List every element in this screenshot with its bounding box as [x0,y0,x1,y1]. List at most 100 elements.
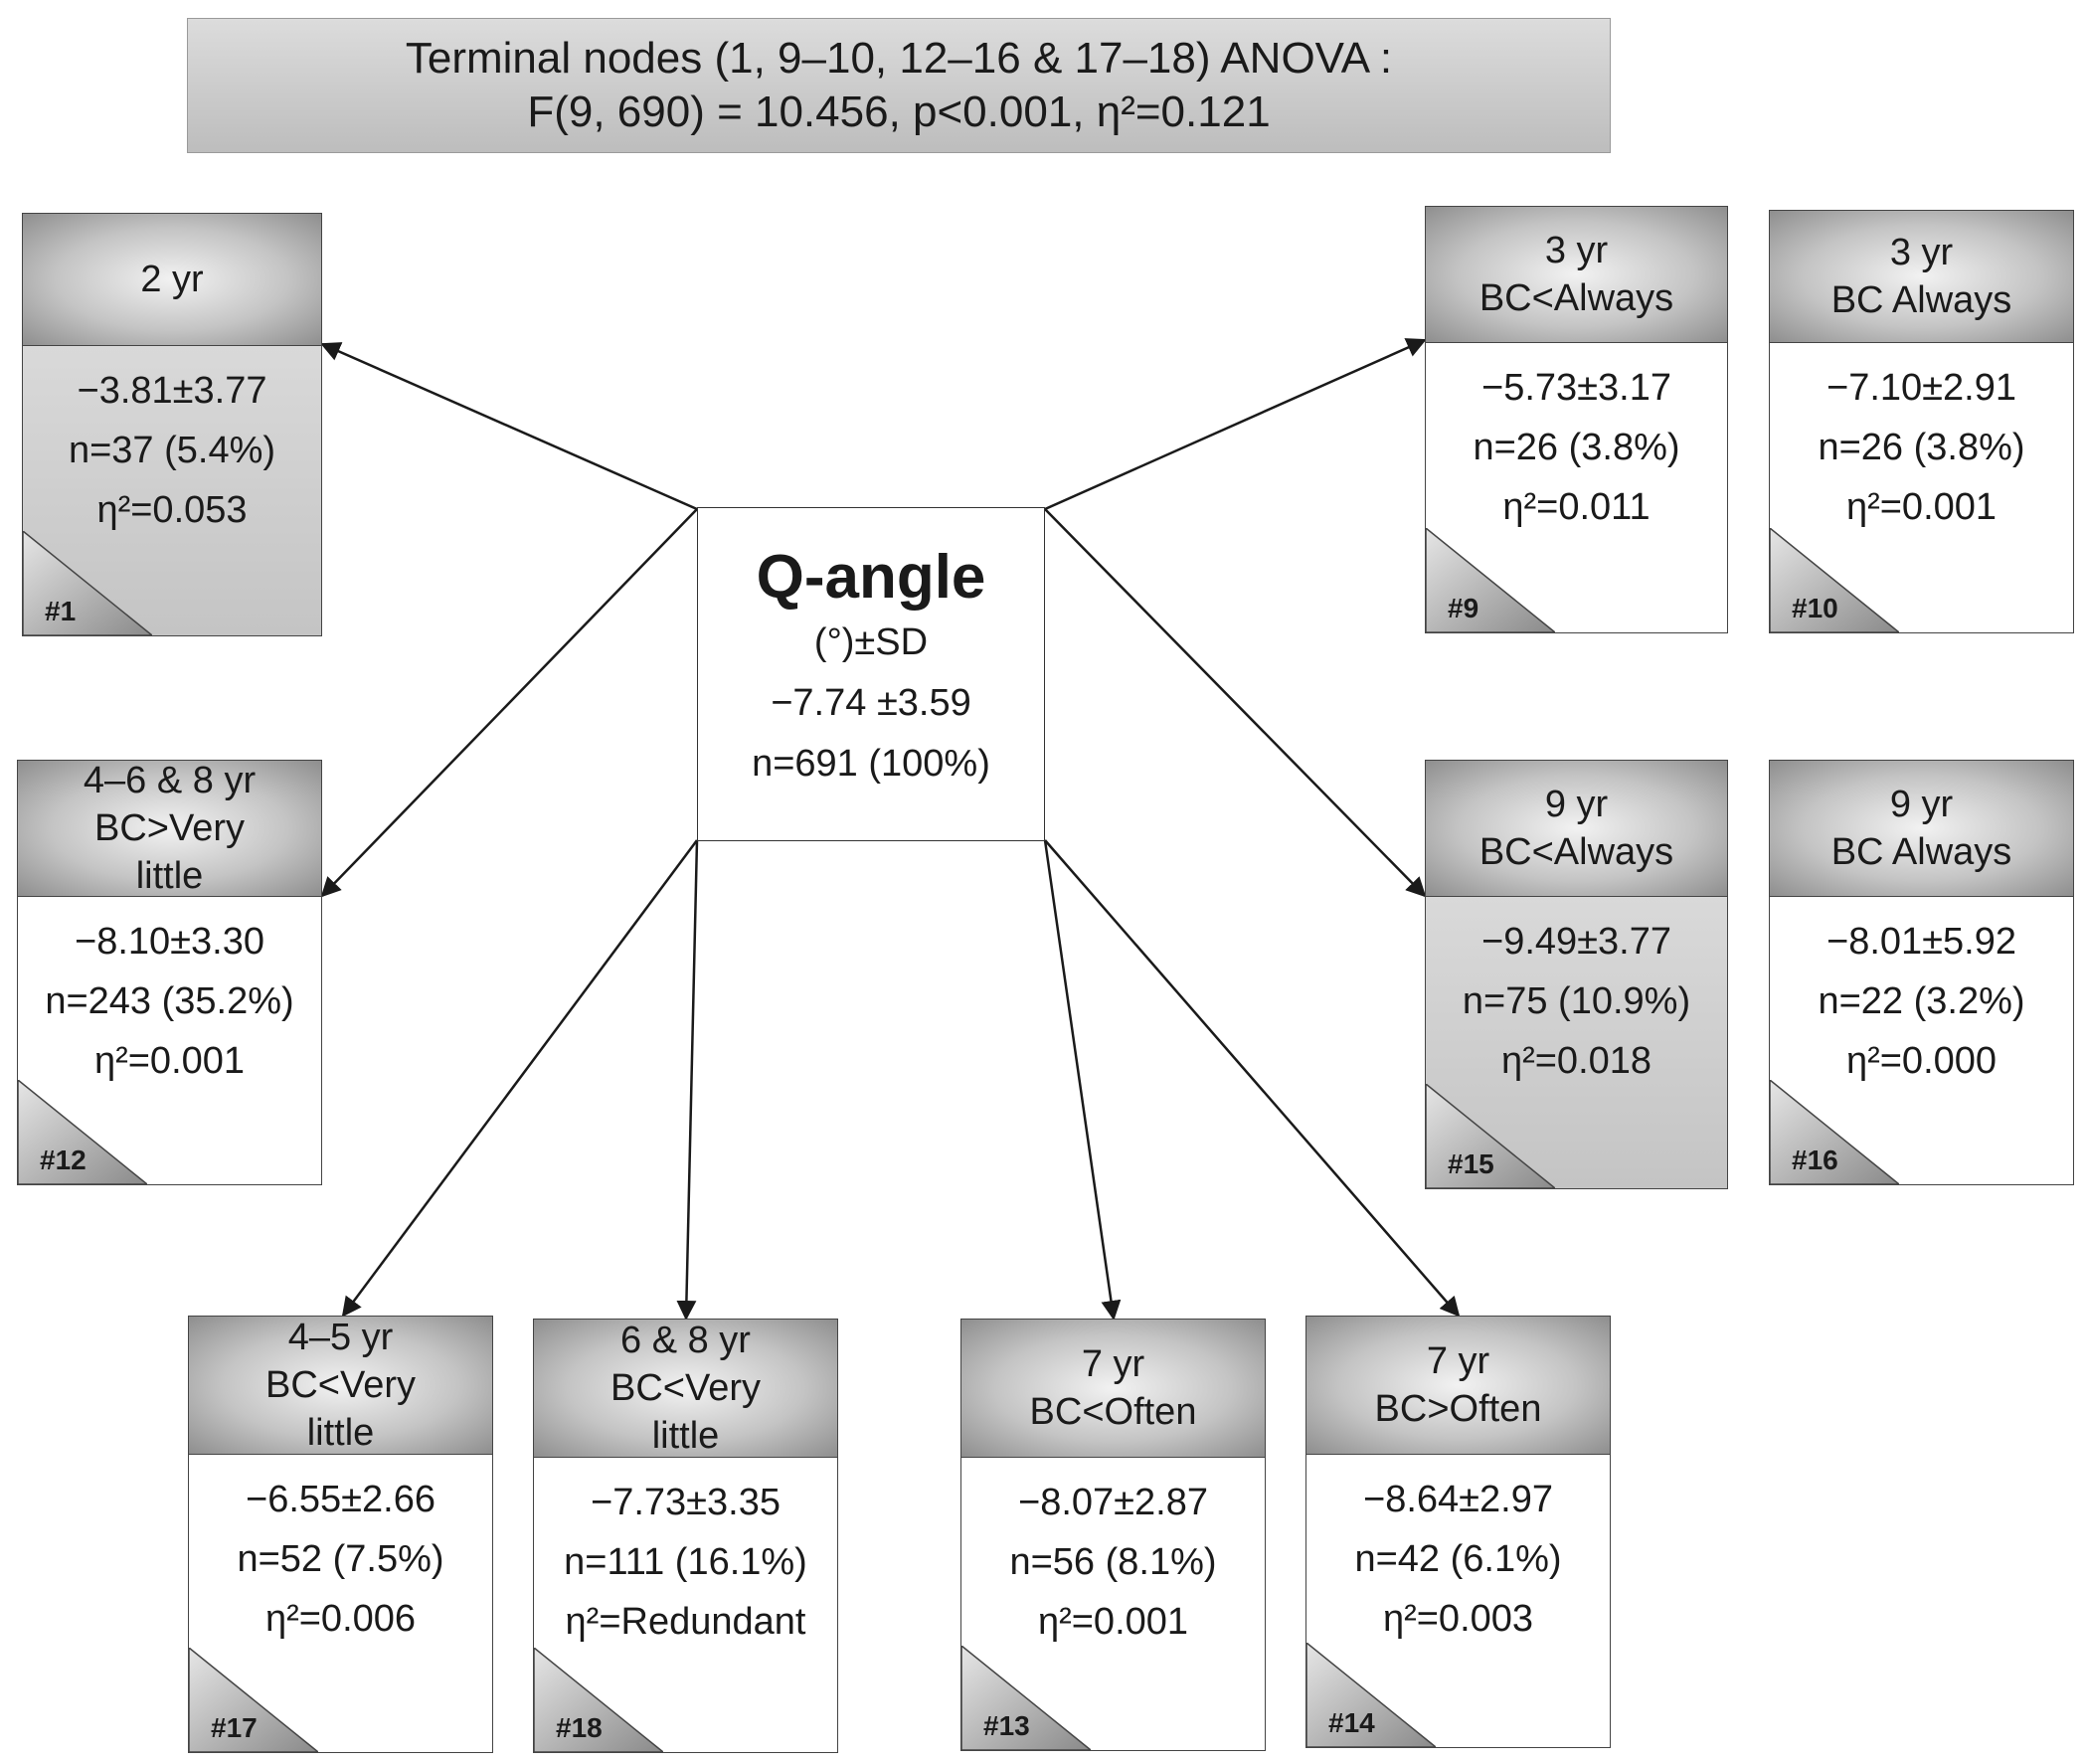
node-mean: −9.49±3.77 [1481,921,1671,963]
node-eta: η²=0.011 [1502,486,1651,528]
terminal-node-15: 9 yr BC<Always −9.49±3.77 n=75 (10.9%) η²=0.… [1425,760,1728,1189]
root-label: Q-angle [756,543,986,612]
node-mean: −8.07±2.87 [1018,1482,1208,1523]
node-header-line: BC>Often [1374,1388,1542,1430]
node-corner-triangle [1770,528,1899,632]
node-header-line: little [135,855,204,897]
node-corner-triangle [1770,1080,1899,1184]
node-mean: −8.10±3.30 [75,921,264,963]
root-unit: (°)±SD [813,621,929,663]
node-eta: η²=0.006 [264,1598,417,1640]
connector-arrow [1044,338,1427,511]
connector-arrow [341,839,699,1318]
node-header-line: little [306,1412,375,1454]
node-id-label: #14 [1328,1707,1375,1738]
node-eta: η²=0.001 [93,1040,246,1082]
anova-title-line-1: Terminal nodes (1, 9–10, 12–16 & 17–18) … [405,34,1393,83]
node-header-line: 7 yr [1426,1340,1490,1382]
node-header-line: BC Always [1830,831,2012,873]
node-count: n=42 (6.1%) [1354,1538,1562,1580]
node-eta: η²=0.001 [1037,1601,1189,1643]
node-header-line: 9 yr [1544,784,1609,825]
node-eta: η²=0.001 [1845,486,1998,528]
node-eta: η²=0.018 [1500,1040,1652,1082]
node-body: −5.73±3.17 n=26 (3.8%) η²=0.011 #9 [1425,343,1728,633]
node-id-label: #15 [1448,1148,1494,1179]
node-header: 4–5 yr BC<Very little [188,1316,493,1455]
node-header-line: BC<Always [1478,277,1674,319]
node-mean: −6.55±2.66 [246,1479,435,1520]
node-body: −8.10±3.30 n=243 (35.2%) η²=0.001 #12 [17,897,322,1185]
root-mean: −7.74 ±3.59 [771,682,971,724]
node-mean: −5.73±3.17 [1481,367,1671,409]
connector-arrow [1044,839,1461,1318]
root-count: n=691 (100%) [752,743,990,785]
node-count: n=243 (35.2%) [45,980,294,1022]
node-mean: −3.81±3.77 [77,370,267,412]
node-eta: η²=Redundant [565,1601,806,1643]
node-header: 6 & 8 yr BC<Very little [533,1319,838,1458]
node-id-label: #10 [1792,593,1838,623]
node-header-line: 4–5 yr [287,1317,394,1358]
root-node: Q-angle (°)±SD −7.74 ±3.59 n=691 (100%) [697,507,1045,841]
node-header-line: 9 yr [1889,784,1954,825]
node-id-label: #1 [45,596,77,626]
node-id-label: #13 [983,1710,1030,1741]
node-header-line: BC<Very [609,1367,762,1409]
node-corner-triangle [534,1648,663,1752]
node-header-line: 7 yr [1081,1343,1145,1385]
connector-arrow [676,839,699,1321]
node-corner-triangle [18,1080,147,1184]
node-header-line: 6 & 8 yr [620,1320,751,1361]
connector-arrow [320,508,698,898]
node-count: n=26 (3.8%) [1473,427,1680,468]
node-eta: η²=0.053 [96,489,248,531]
node-mean: −8.01±5.92 [1826,921,2016,963]
node-id-label: #9 [1448,593,1479,623]
node-header-line: BC<Always [1478,831,1674,873]
node-mean: −7.73±3.35 [591,1482,781,1523]
connector-arrow [1044,508,1427,898]
node-header-line: BC<Very [264,1364,417,1406]
node-id-label: #16 [1792,1145,1838,1175]
node-header: 9 yr BC Always [1769,760,2074,897]
node-header-line: 3 yr [1889,232,1954,273]
node-corner-triangle [1426,528,1555,632]
connector-arrow [320,342,698,511]
connector-arrow [1043,839,1122,1321]
node-header: 9 yr BC<Always [1425,760,1728,897]
node-header-line: little [651,1415,720,1457]
node-header-line: 2 yr [140,259,204,300]
anova-title-line-2: F(9, 690) = 10.456, p<0.001, η²=0.121 [527,88,1271,136]
terminal-node-13: 7 yr BC<Often −8.07±2.87 n=56 (8.1%) η²=0.00… [960,1319,1266,1751]
node-corner-triangle [961,1646,1091,1750]
node-count: n=111 (16.1%) [564,1541,807,1583]
node-count: n=22 (3.2%) [1818,980,2025,1022]
node-count: n=26 (3.8%) [1818,427,2025,468]
node-header: 2 yr [22,213,322,346]
node-count: n=75 (10.9%) [1462,980,1691,1022]
node-id-label: #12 [40,1145,87,1175]
node-corner-triangle [189,1648,318,1752]
node-id-label: #17 [211,1712,258,1743]
node-header-line: BC<Often [1029,1391,1197,1433]
node-mean: −8.64±2.97 [1363,1479,1553,1520]
anova-summary-banner: Terminal nodes (1, 9–10, 12–16 & 17–18) … [187,18,1611,153]
node-count: n=56 (8.1%) [1009,1541,1217,1583]
node-body: −8.07±2.87 n=56 (8.1%) η²=0.001 #13 [960,1458,1266,1751]
